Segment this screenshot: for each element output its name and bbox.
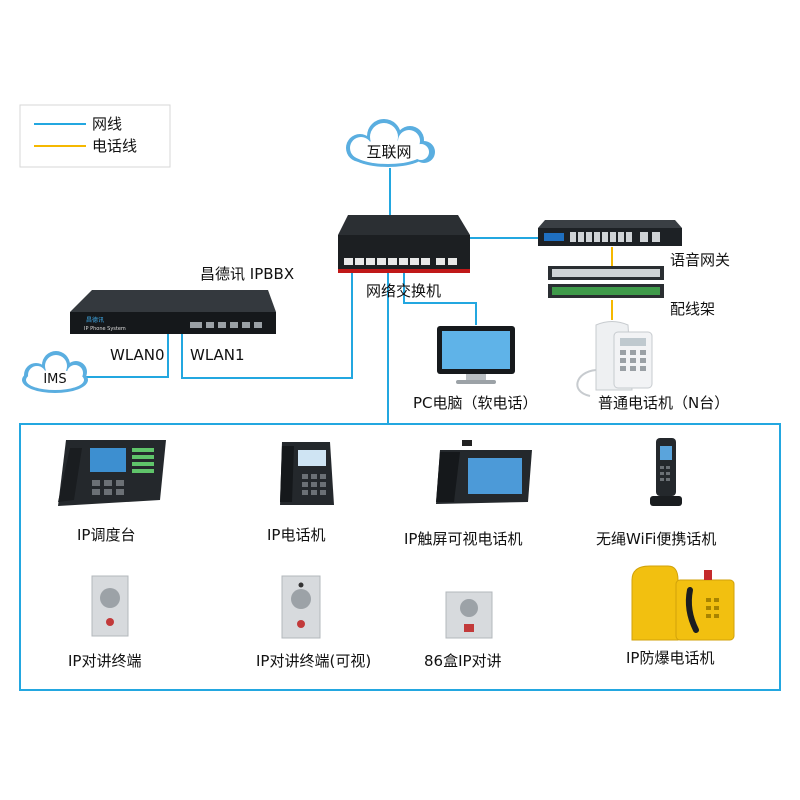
patch-panel-label: 配线架 (670, 300, 715, 318)
pbx-product: IP Phone System (84, 326, 126, 332)
voice-gateway: 语音网关 (538, 220, 730, 269)
ims-cloud: IMS (22, 351, 88, 393)
switch-label: 网络交换机 (366, 282, 441, 300)
network-lines (85, 168, 545, 424)
line-switch-pc (403, 272, 477, 325)
cordless-wifi-phone-icon (650, 438, 682, 506)
line-switch-pbx-wlan1 (181, 272, 353, 379)
device-label-5: IP对讲终端 (68, 652, 141, 670)
endpoint-frame (19, 423, 781, 691)
pbx-brand: 昌德讯 (86, 316, 104, 324)
device-label-3: IP触屏可视电话机 (404, 530, 522, 548)
line-ims-pbx-wlan0 (85, 334, 169, 378)
legend-network-label: 网线 (92, 115, 122, 133)
internet-label: 互联网 (366, 143, 411, 161)
pc-label: PC电脑（软电话） (413, 394, 538, 412)
ip-phone-icon (280, 442, 334, 505)
device-label-4: 无绳WiFi便携话机 (596, 530, 716, 548)
analog-phone-label: 普通电话机（N台） (598, 394, 729, 412)
device-label-1: IP调度台 (77, 526, 135, 544)
wall-box-intercom-icon (445, 591, 493, 639)
dispatch-console-icon (58, 440, 166, 506)
internet-cloud: 互联网 (346, 119, 435, 167)
network-switch: 网络交换机 (338, 215, 470, 300)
device-label-8: IP防爆电话机 (626, 649, 714, 667)
pbx-port-wlan0: WLAN0 (110, 346, 165, 364)
legend: 网线 电话线 (19, 104, 171, 168)
analog-phone: 普通电话机（N台） (576, 321, 729, 412)
ims-label: IMS (43, 372, 66, 387)
patch-panel: 配线架 (548, 266, 715, 318)
pc-computer: PC电脑（软电话） (413, 326, 538, 412)
pbx-port-wlan1: WLAN1 (190, 346, 245, 364)
legend-box (19, 104, 171, 168)
ippbx-server: 昌德讯 IP Phone System 昌德讯 IPBBX WLAN0 WLAN… (70, 265, 294, 364)
intercom-icon (91, 575, 129, 637)
explosion-proof-phone-icon (631, 565, 735, 641)
pbx-title: 昌德讯 IPBBX (200, 265, 294, 283)
video-intercom-icon (281, 575, 321, 639)
touchscreen-video-phone-icon (436, 440, 532, 504)
device-label-7: 86盒IP对讲 (424, 652, 502, 670)
voice-gateway-label: 语音网关 (670, 251, 730, 269)
legend-phone-label: 电话线 (92, 137, 137, 155)
device-label-2: IP电话机 (267, 526, 325, 544)
device-label-6: IP对讲终端(可视) (256, 652, 371, 670)
